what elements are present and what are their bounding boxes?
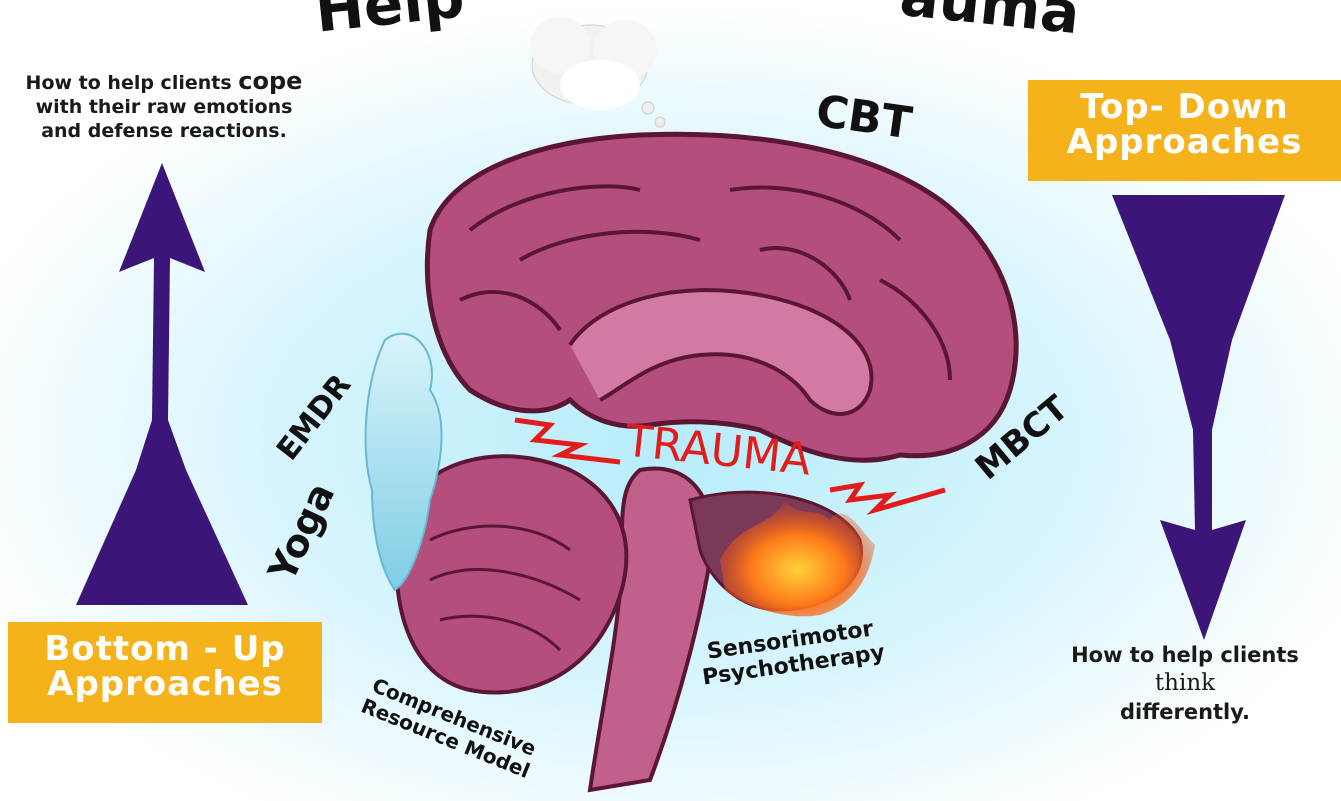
- bottom-up-description: How to help clients cope with their raw …: [8, 66, 320, 144]
- right-note-line3: differently.: [1060, 699, 1310, 726]
- top-down-description: How to help clients think differently.: [1060, 642, 1310, 726]
- top-down-line2: Approaches: [1028, 125, 1341, 160]
- top-down-line1: Top- Down: [1028, 90, 1341, 125]
- bottom-up-line1: Bottom - Up: [8, 632, 322, 667]
- left-note-line2: with their raw emotions: [8, 96, 320, 120]
- left-note-emphasis: cope: [238, 67, 302, 95]
- right-note-line1: How to help clients: [1060, 642, 1310, 669]
- top-down-box: Top- Down Approaches: [1028, 80, 1341, 181]
- bottom-up-line2: Approaches: [8, 667, 322, 702]
- right-note-line2: think: [1060, 669, 1310, 699]
- left-note-line1: How to help clients: [26, 72, 239, 94]
- bottom-up-box: Bottom - Up Approaches: [8, 622, 322, 723]
- left-note-line3: and defense reactions.: [8, 120, 320, 144]
